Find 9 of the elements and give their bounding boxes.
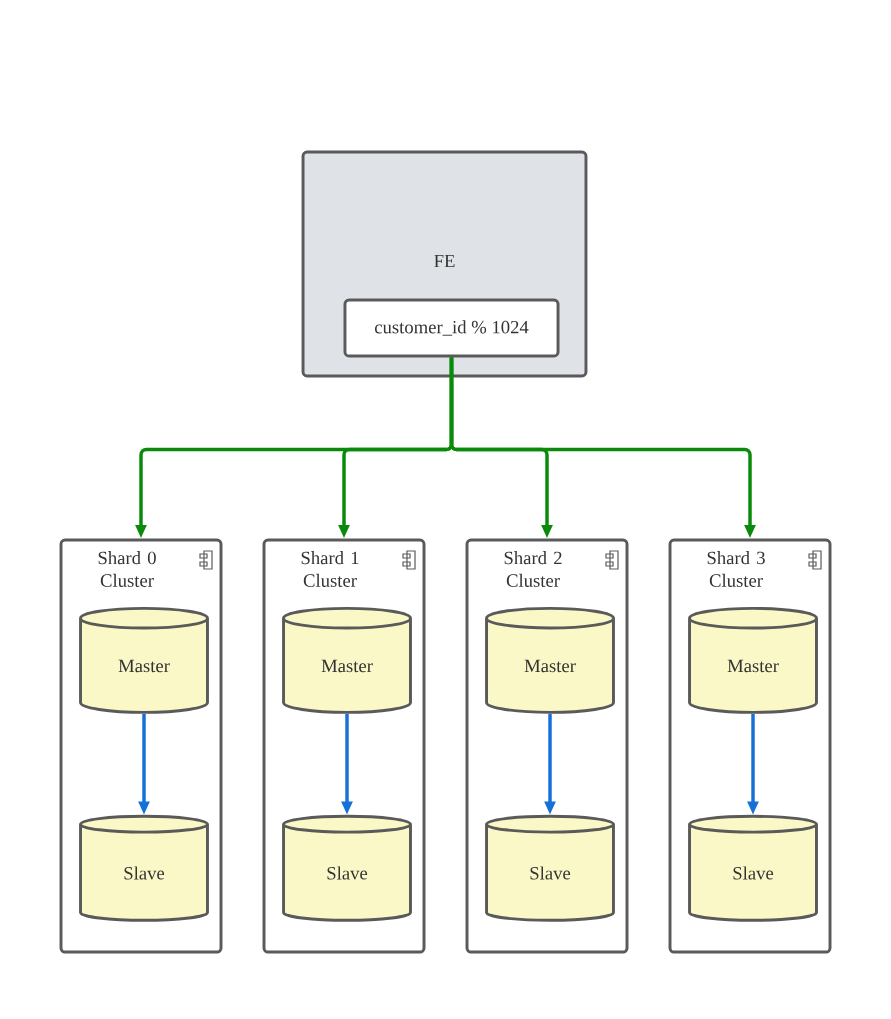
formula-box: customer_id % 1024 (343, 298, 560, 358)
database-cylinder: Master (688, 606, 818, 714)
database-cylinder: Master (485, 606, 615, 714)
database-cylinder: Slave (79, 814, 209, 922)
database-cylinder: Slave (688, 814, 818, 922)
database-cylinder: Slave (485, 814, 615, 922)
database-cylinder: Master (79, 606, 209, 714)
database-cylinder: Slave (282, 814, 412, 922)
database-cylinder: Master (282, 606, 412, 714)
